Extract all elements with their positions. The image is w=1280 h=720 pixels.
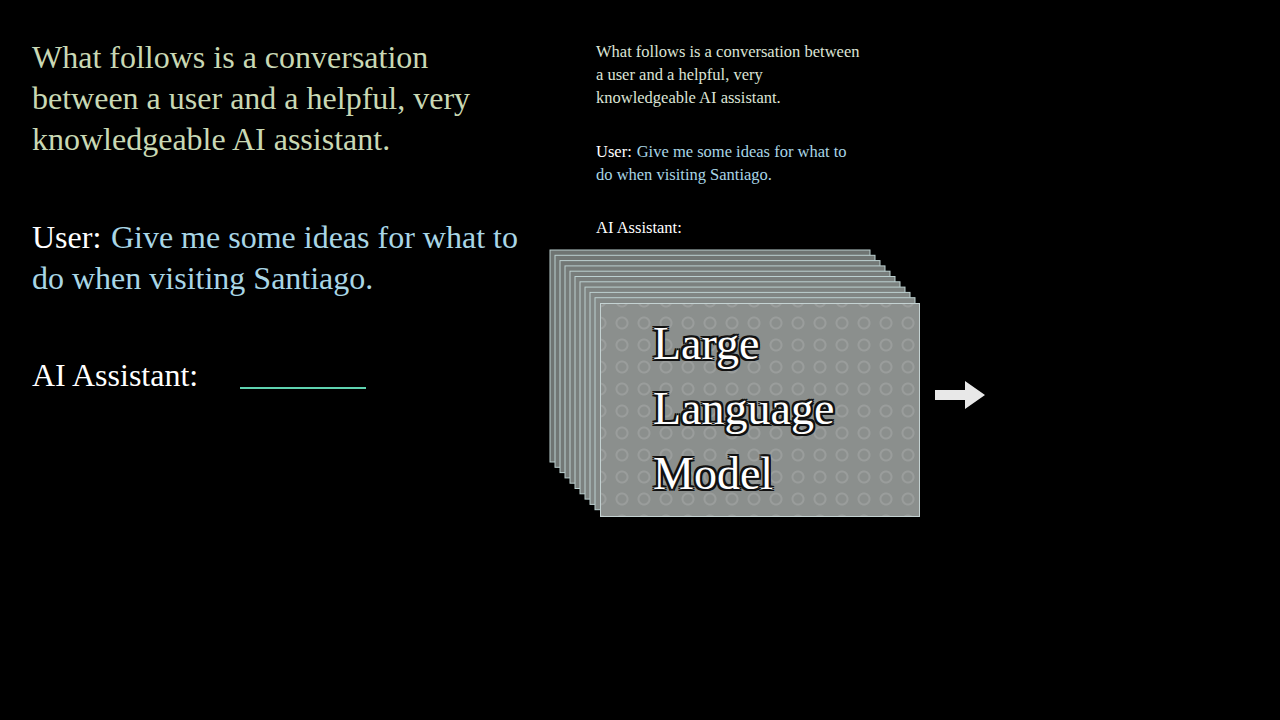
user-message: Give me some ideas for what to do when v… <box>32 219 518 296</box>
text-block: What follows is a conversation between a… <box>596 40 862 109</box>
text-block: User:Give me some ideas for what to do w… <box>596 140 862 186</box>
output-arrow <box>935 381 985 409</box>
user-message: Give me some ideas for what to do when v… <box>596 142 847 184</box>
speaker-label: User: <box>32 219 101 255</box>
model-label: Large Language Model <box>653 311 893 506</box>
text-block: User:Give me some ideas for what to do w… <box>32 217 537 299</box>
speaker-label: User: <box>596 142 632 161</box>
text-block: AI Assistant: <box>596 216 862 239</box>
model-box: Large Language Model <box>600 303 920 517</box>
system-prompt: What follows is a conversation between a… <box>596 42 859 107</box>
speaker-label: AI Assistant: <box>32 357 198 393</box>
text-block: What follows is a conversation between a… <box>32 37 537 160</box>
text-block: AI Assistant: <box>32 355 537 396</box>
speaker-label: AI Assistant: <box>596 218 682 237</box>
system-prompt: What follows is a conversation between a… <box>32 39 470 157</box>
answer-blank <box>240 387 366 389</box>
